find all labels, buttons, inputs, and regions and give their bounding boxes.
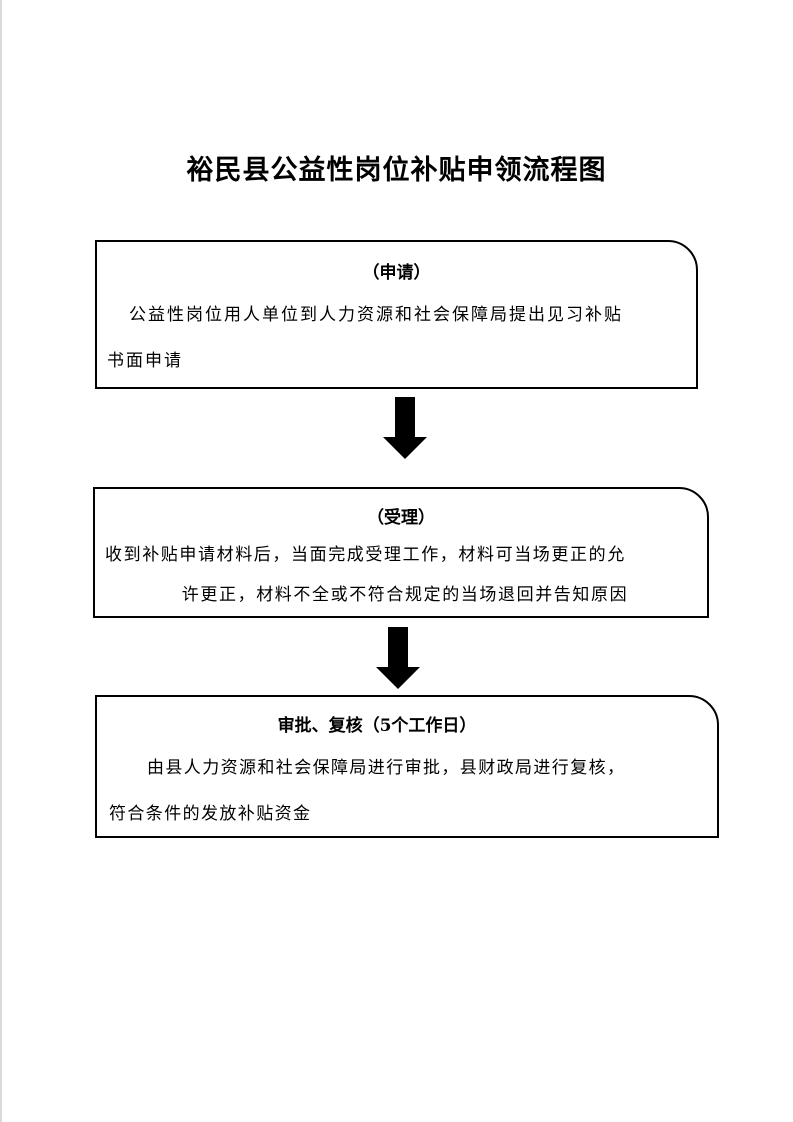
down-arrow-icon (383, 397, 427, 459)
page-edge (0, 0, 2, 1122)
step-text-line: 许更正，材料不全或不符合规定的当场退回并告知原因 (181, 585, 629, 605)
step-text-line: 书面申请 (107, 351, 183, 371)
step-text-accept: 收到补贴申请材料后，当面完成受理工作，材料可当场更正的允 许更正，材料不全或不符… (105, 535, 705, 615)
down-arrow-icon (376, 627, 420, 689)
step-text-line: 由县人力资源和社会保障局进行审批，县财政局进行复核， (147, 758, 626, 778)
page-title: 裕民县公益性岗位补贴申领流程图 (186, 155, 607, 186)
step-heading-accept: （受理） (367, 508, 435, 528)
step-box-review: 审批、复核（5个工作日） 由县人力资源和社会保障局进行审批，县财政局进行复核， … (95, 695, 719, 838)
step-text-review: 由县人力资源和社会保障局进行审批，县财政局进行复核， 符合条件的发放补贴资金 (109, 745, 709, 837)
step-text-line: 符合条件的发放补贴资金 (109, 804, 312, 824)
step-box-apply: （申请） 公益性岗位用人单位到人力资源和社会保障局提出见习补贴 书面申请 (95, 240, 698, 389)
step-heading-review: 审批、复核（5个工作日） (277, 716, 477, 736)
step-text-line: 收到补贴申请材料后，当面完成受理工作，材料可当场更正的允 (105, 545, 626, 565)
step-text-line: 公益性岗位用人单位到人力资源和社会保障局提出见习补贴 (129, 305, 623, 325)
step-text-apply: 公益性岗位用人单位到人力资源和社会保障局提出见习补贴 书面申请 (107, 292, 692, 384)
step-heading-apply: （申请） (362, 263, 431, 283)
step-box-accept: （受理） 收到补贴申请材料后，当面完成受理工作，材料可当场更正的允 许更正，材料… (93, 487, 709, 618)
